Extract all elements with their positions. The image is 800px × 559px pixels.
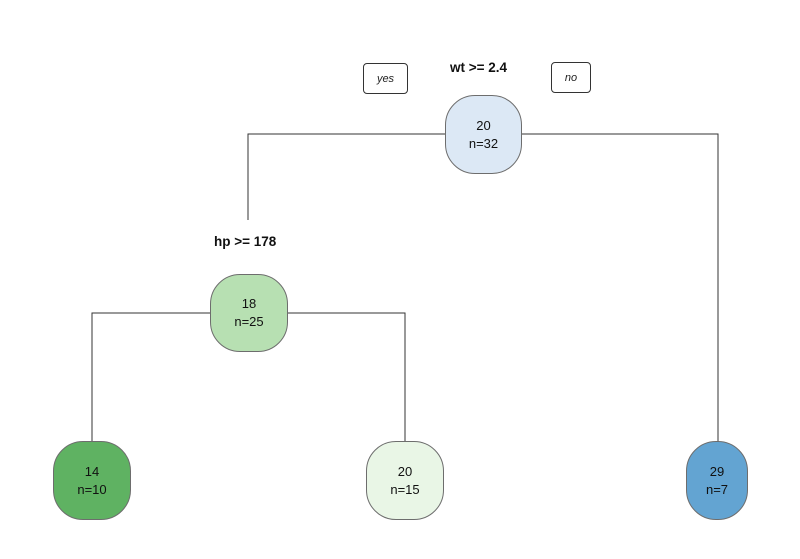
- node-left-n: n=25: [234, 314, 264, 329]
- split-label-root: wt >= 2.4: [450, 60, 508, 75]
- edge-root-right: [522, 133, 719, 441]
- node-leaf-left-left-n: n=10: [77, 481, 107, 497]
- branch-label-yes: yes: [363, 63, 408, 94]
- node-leaf-right: 29 n=7: [686, 441, 748, 520]
- node-leaf-left-right: 20 n=15: [366, 441, 444, 520]
- node-root-value: 20: [476, 117, 491, 133]
- node-leaf-left-left: 14 n=10: [53, 441, 131, 520]
- node-leaf-left-left-value: 14: [84, 463, 100, 479]
- branch-label-no: no: [551, 62, 591, 93]
- split-label-left: hp >= 178: [214, 234, 277, 249]
- node-leaf-left-right-value: 20: [397, 463, 413, 479]
- node-left-value: 18: [241, 296, 257, 311]
- node-root: 20 n=32: [445, 95, 522, 174]
- node-root-n: n=32: [468, 135, 499, 151]
- edge-root-left: [247, 133, 445, 220]
- node-leaf-left-right-n: n=15: [390, 481, 420, 497]
- branch-yes-text: yes: [376, 72, 395, 85]
- node-leaf-right-value: 29: [709, 463, 725, 479]
- node-left: 18 n=25: [210, 274, 288, 352]
- branch-no-text: no: [564, 71, 578, 84]
- node-leaf-right-n: n=7: [705, 481, 729, 497]
- edge-left-leftleaf: [91, 312, 210, 441]
- edge-left-rightleaf: [288, 312, 406, 441]
